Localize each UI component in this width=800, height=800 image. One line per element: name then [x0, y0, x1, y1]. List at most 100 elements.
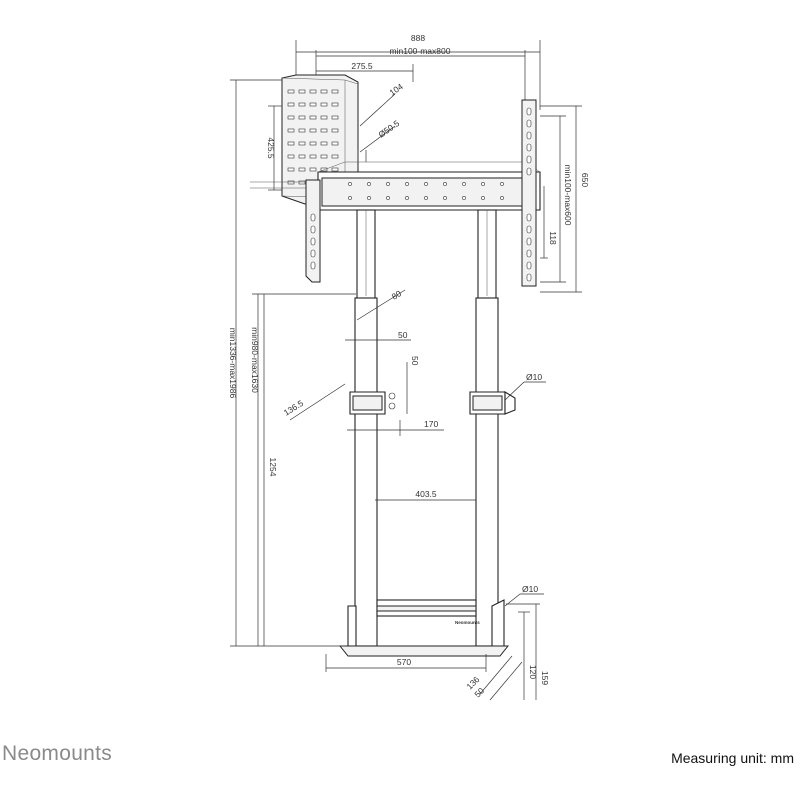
- dimension-650: 650: [540, 105, 590, 293]
- shelf-slot: [287, 89, 295, 94]
- dim-570-label: 570: [397, 657, 411, 667]
- plate-hole: [367, 182, 371, 186]
- dimension-170: 170: [347, 419, 444, 436]
- brand-logo: Neomounts: [2, 742, 113, 765]
- shelf-slot: [320, 128, 328, 133]
- arm-slot: [526, 155, 532, 164]
- shelf-slot: [320, 89, 328, 94]
- dim-min100-max600-label: min100-max600: [563, 165, 573, 226]
- dim-136-5-label: 136.5: [282, 398, 306, 418]
- shelf-slot: [320, 141, 328, 146]
- plate-hole: [462, 182, 466, 186]
- shelf-slot: [309, 141, 317, 146]
- dim-650-label: 650: [580, 173, 590, 187]
- dim-50b-label: 50: [410, 356, 420, 366]
- plate-hole: [443, 196, 447, 200]
- shelf-slot: [309, 89, 317, 94]
- dimension-104: 104: [359, 81, 405, 127]
- shelf-slot: [287, 128, 295, 133]
- right-clamp: [469, 391, 516, 415]
- shelf-slot: [320, 102, 328, 107]
- dim-10b-label: Ø10: [522, 584, 538, 594]
- arm-slot: [526, 107, 532, 116]
- dimension-403-5: 403.5: [375, 489, 476, 501]
- bottom-crossbar: Neomounts: [376, 599, 480, 625]
- arm-slot: [526, 261, 532, 270]
- plate-hole: [500, 196, 504, 200]
- vesa-mount: [250, 99, 541, 287]
- dimension-min1336-max1986: min1336-max1986: [228, 79, 346, 647]
- shelf-slot: [309, 167, 317, 172]
- plate-hole: [386, 196, 390, 200]
- dim-425-5-label: 425.5: [266, 137, 276, 159]
- shelf-slot: [309, 128, 317, 133]
- plate-hole: [424, 182, 428, 186]
- shelf-slot: [331, 154, 339, 159]
- dim-10a-label: Ø10: [526, 372, 542, 382]
- shelf-slot: [298, 180, 306, 185]
- dimension-50-vertical: 50: [406, 356, 420, 414]
- shelf-slot: [298, 102, 306, 107]
- dim-104-label: 104: [387, 81, 405, 97]
- shelf-slot: [298, 89, 306, 94]
- dimension-159: 159: [506, 603, 550, 700]
- dimension-min980-max1630: min980-max1630: [250, 293, 356, 646]
- dim-50a-label: 50: [398, 330, 408, 340]
- dimension-50-5: Ø50.5: [357, 118, 401, 162]
- dimension-118: 118: [540, 186, 558, 259]
- dimension-425-5: 425.5: [266, 105, 282, 191]
- plate-hole: [348, 182, 352, 186]
- dimension-diameter-10-lower: Ø10: [504, 584, 544, 607]
- plate-hole: [481, 182, 485, 186]
- dim-118-label: 118: [548, 231, 558, 245]
- dimension-275-5: 275.5: [316, 61, 414, 82]
- dim-50-5-label: Ø50.5: [376, 118, 401, 140]
- shelf-slot: [298, 115, 306, 120]
- arm-slot: [310, 261, 316, 270]
- shelf-slot: [331, 167, 339, 172]
- dim-275-5-label: 275.5: [351, 61, 373, 71]
- right-column: [475, 209, 499, 647]
- arm-slot: [526, 119, 532, 128]
- shelf-slot: [298, 128, 306, 133]
- arm-slot: [310, 249, 316, 258]
- shelf-slot: [287, 102, 295, 107]
- shelf-slot: [331, 141, 339, 146]
- left-clamp: [349, 391, 396, 415]
- arm-slot: [526, 225, 532, 234]
- dimension-120: 120: [518, 611, 538, 700]
- plate-hole: [405, 182, 409, 186]
- shelf-slot: [320, 167, 328, 172]
- plate-hole: [386, 182, 390, 186]
- shelf-slot: [309, 154, 317, 159]
- shelf-slot: [287, 141, 295, 146]
- dim-888-label: 888: [411, 33, 425, 43]
- dim-min980-max1630-label: min980-max1630: [250, 327, 260, 393]
- dim-120-label: 120: [528, 665, 538, 679]
- shelf-slot: [287, 154, 295, 159]
- plate-hole: [462, 196, 466, 200]
- arm-slot: [526, 131, 532, 140]
- dim-159-label: 159: [540, 671, 550, 685]
- arm-slot: [526, 167, 532, 176]
- dimension-1254: 1254: [263, 294, 278, 646]
- plate-hole: [367, 196, 371, 200]
- shelf-slot: [298, 167, 306, 172]
- product-label: Neomounts: [455, 620, 480, 625]
- arm-slot: [526, 143, 532, 152]
- arm-slot: [526, 213, 532, 222]
- arm-slot: [526, 273, 532, 282]
- plate-hole: [443, 182, 447, 186]
- arm-slot: [526, 249, 532, 258]
- shelf-slot: [298, 154, 306, 159]
- shelf-slot: [331, 102, 339, 107]
- measuring-unit-label: Measuring unit: mm: [671, 750, 794, 766]
- left-column: [354, 209, 378, 647]
- plate-hole: [481, 196, 485, 200]
- shelf-slot: [309, 102, 317, 107]
- plate-hole: [405, 196, 409, 200]
- shelf-slot: [287, 167, 295, 172]
- shelf-slot: [320, 115, 328, 120]
- shelf-slot: [287, 180, 295, 185]
